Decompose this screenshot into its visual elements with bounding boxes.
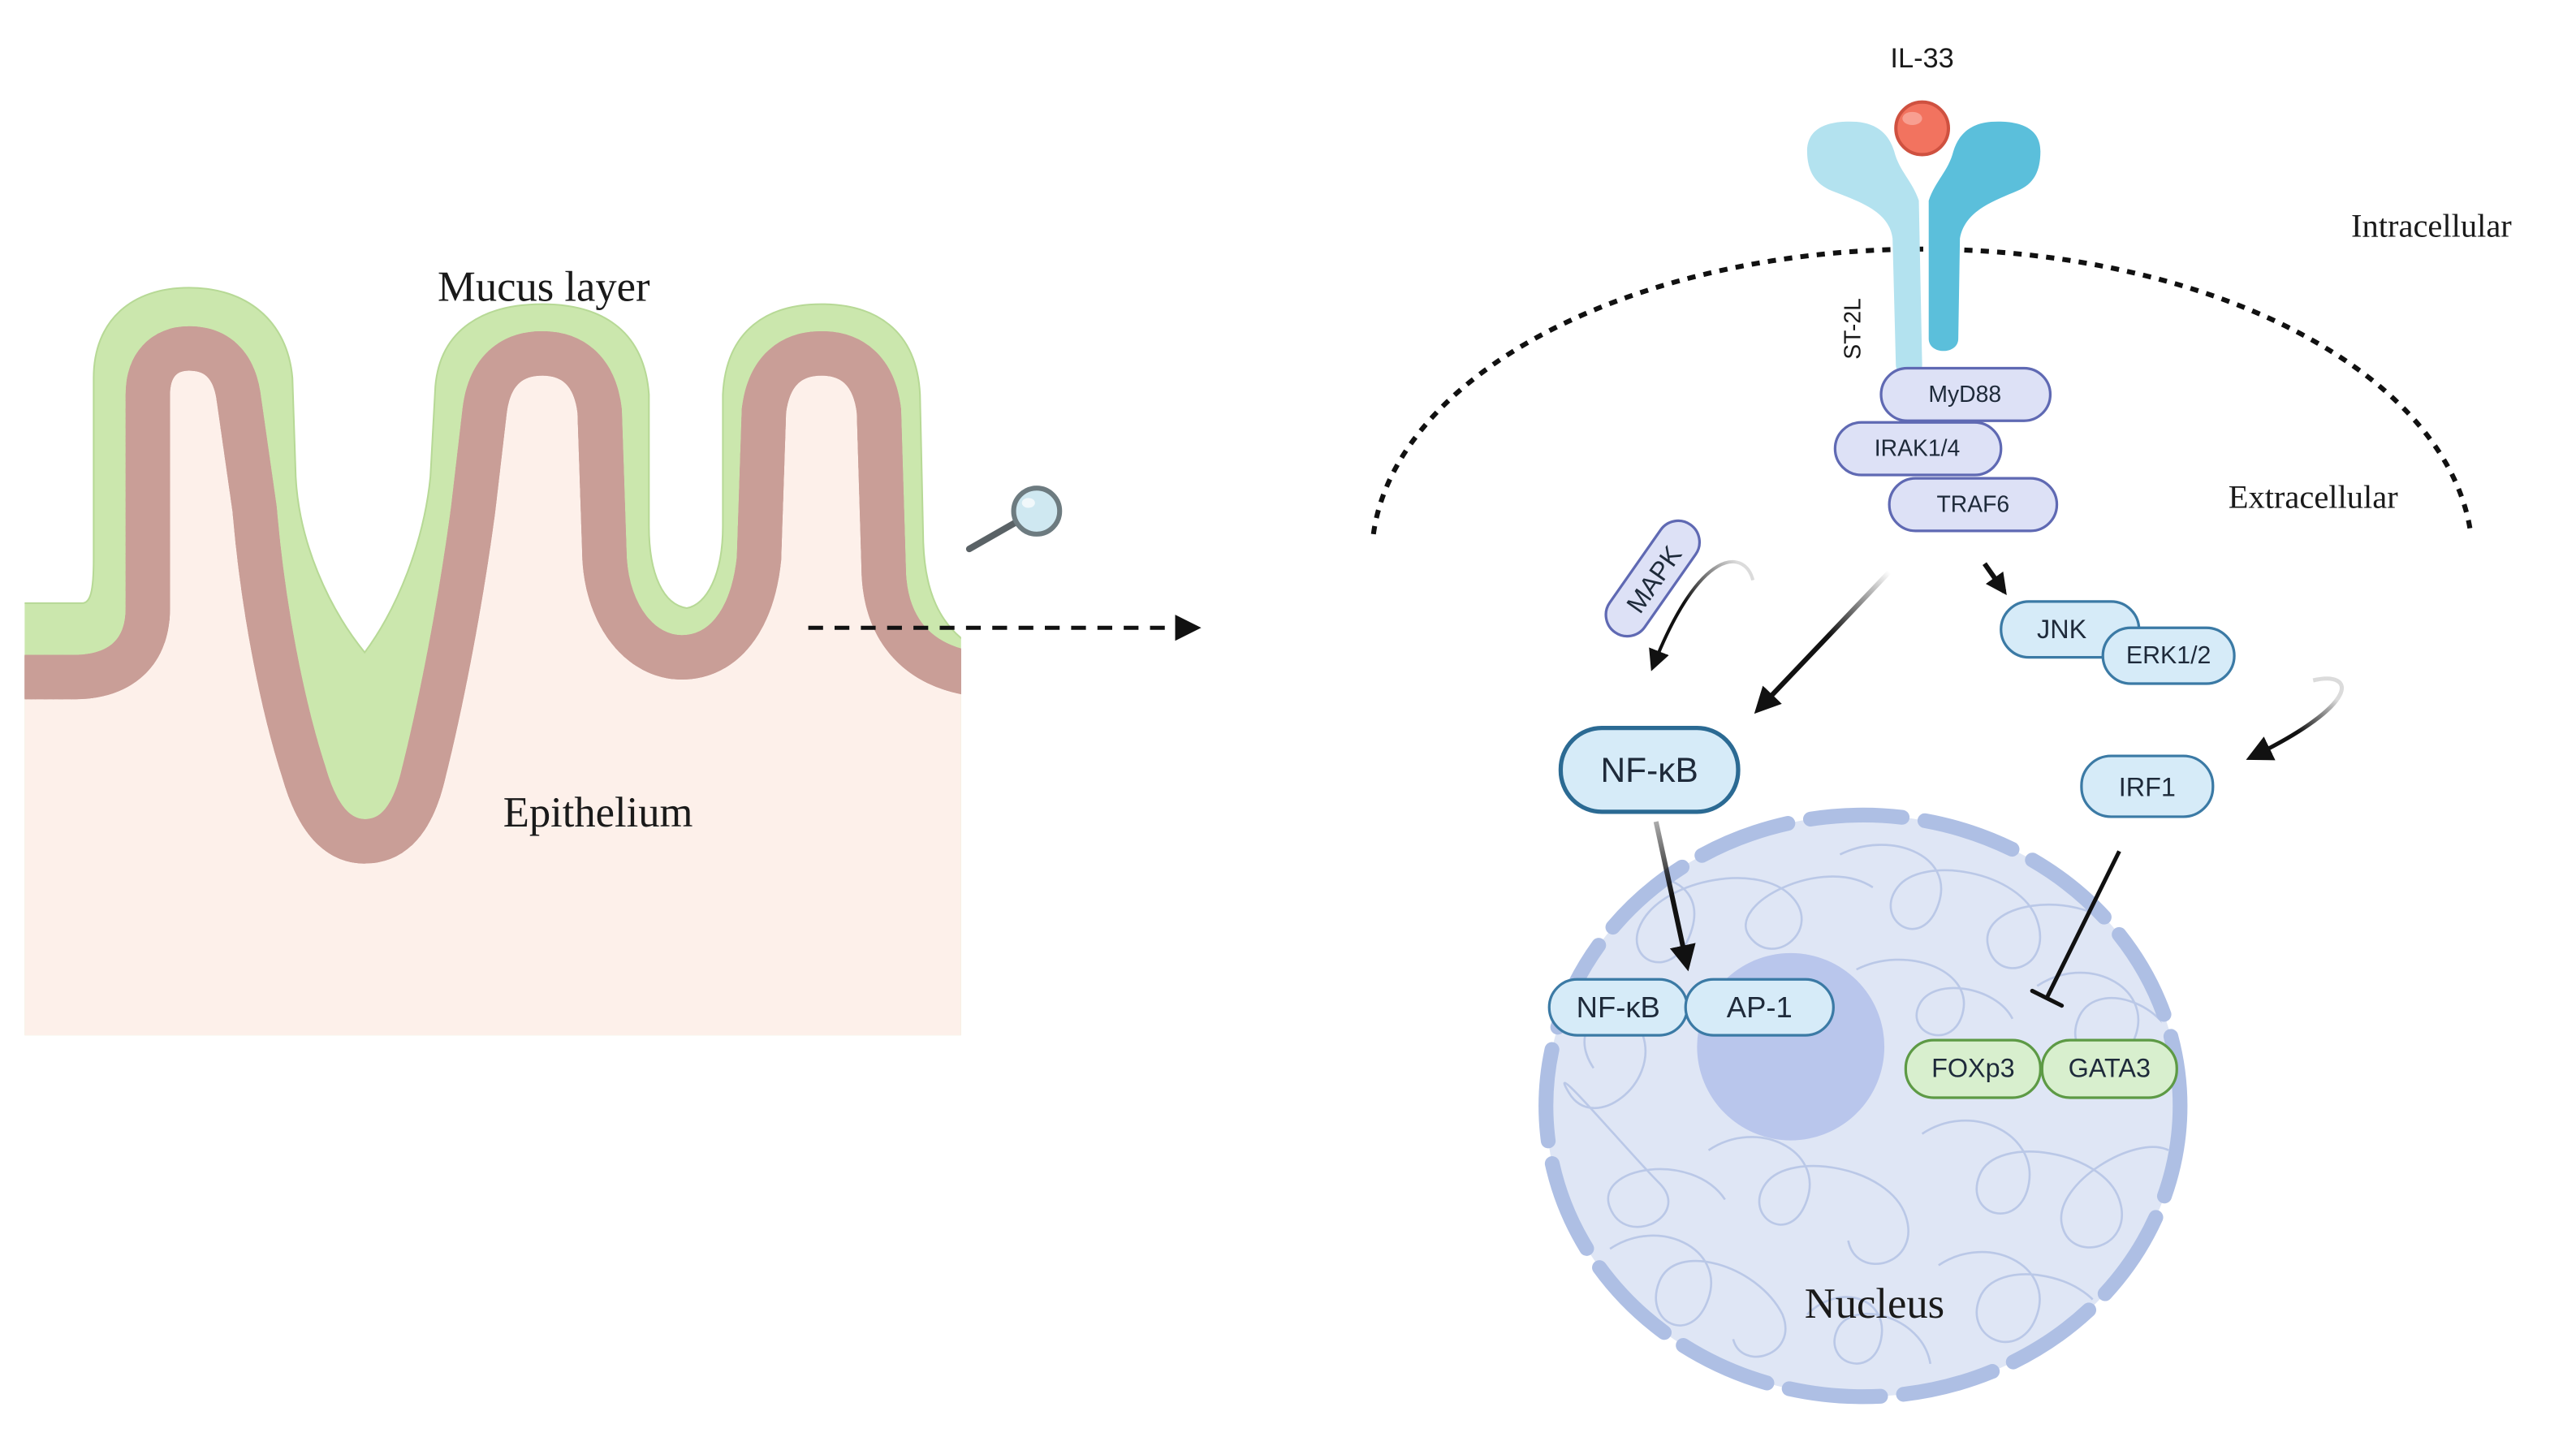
ap1-label: AP-1 <box>1727 991 1793 1024</box>
jnk-label: JNK <box>2037 615 2087 644</box>
extracellular-label: Extracellular <box>2229 479 2398 516</box>
nfkb-pill: NF-κB <box>1558 726 1741 814</box>
chromatin-strand <box>1576 875 1874 964</box>
myd88-label: MyD88 <box>1928 382 2001 408</box>
traf6-label: TRAF6 <box>1936 491 2009 517</box>
erk12-label: ERK1/2 <box>2126 642 2211 669</box>
nuclear-nfkb-pill: NF-κB <box>1547 978 1689 1037</box>
irf1-inhibition-line <box>2030 850 2121 1008</box>
nfkb-label: NF-κB <box>1601 752 1698 790</box>
erk12-pill: ERK1/2 <box>2101 626 2236 685</box>
foxp3-pill: FOXp3 <box>1904 1038 2042 1099</box>
il33-label: IL-33 <box>1890 43 1953 74</box>
nuclear-nfkb-label: NF-κB <box>1577 991 1660 1024</box>
il33-ligand <box>1888 93 1957 163</box>
ap1-pill: AP-1 <box>1684 978 1835 1037</box>
chromatin-strand <box>1806 1296 1932 1365</box>
intracellular-label: Intracellular <box>2351 208 2512 244</box>
st2l-receptor <box>1806 121 2041 375</box>
chromatin <box>1563 844 2176 1365</box>
irak14-label: IRAK1/4 <box>1875 436 1961 462</box>
erk-to-irf1-arrow <box>2246 676 2344 761</box>
traf6-to-jnk-arrow <box>1983 562 2007 596</box>
receptor-chain-left <box>1806 121 1922 375</box>
mapk-pill: MAPK <box>1604 519 1702 638</box>
gata3-label: GATA3 <box>2069 1054 2151 1083</box>
chromatin-strand <box>1921 1120 2169 1249</box>
irf1-pill: IRF1 <box>2080 754 2215 818</box>
gata3-pill: GATA3 <box>2040 1038 2178 1099</box>
intestinal-epithelium-panel <box>24 287 961 1036</box>
nucleus <box>1538 807 2188 1405</box>
nfkb-to-nucleus-arrow <box>1653 821 1696 972</box>
chromatin-strand <box>1839 844 2121 969</box>
nuclear-envelope <box>1538 807 2188 1405</box>
foxp3-label: FOXp3 <box>1931 1054 2015 1083</box>
epithelium-label: Epithelium <box>503 789 693 836</box>
chromatin-strand <box>1609 1234 1787 1358</box>
epithelial-cell-layer <box>24 326 961 864</box>
mucus-layer-label: Mucus layer <box>438 264 650 311</box>
lamina-propria <box>24 348 961 1036</box>
receptor-label: ST-2L <box>1840 298 1866 360</box>
cell-membrane <box>1370 246 2474 535</box>
mapk-to-nfkb-arrow <box>1649 560 1755 671</box>
traf6-pill: TRAF6 <box>1888 477 2059 533</box>
chromatin-strand <box>1856 958 2014 1037</box>
irf1-label: IRF1 <box>2119 773 2176 802</box>
magnifying-glass-icon <box>965 486 1063 553</box>
traf6-to-nfkb-arrow <box>1754 570 1892 714</box>
chromatin-strand <box>1707 1136 1909 1265</box>
il33-ball <box>1894 100 1951 157</box>
irak14-pill: IRAK1/4 <box>1833 421 2003 477</box>
myd88-pill: MyD88 <box>1879 366 2052 422</box>
nucleus-label: Nucleus <box>1805 1280 1944 1327</box>
receptor-chain-right <box>1928 121 2041 352</box>
